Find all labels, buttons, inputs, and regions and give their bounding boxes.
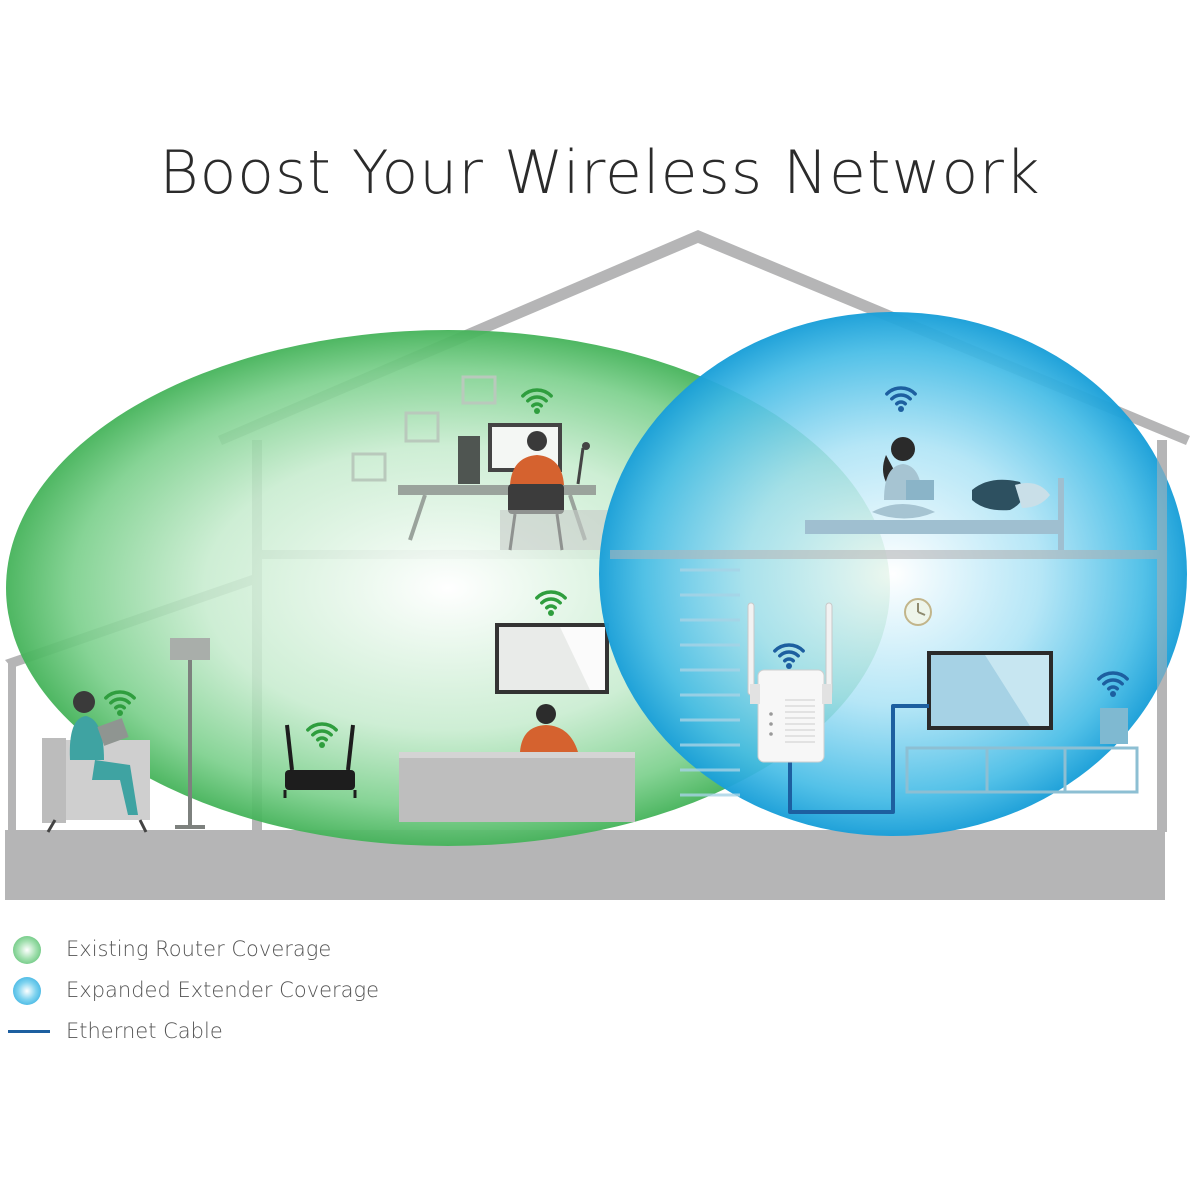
chair bbox=[508, 484, 564, 514]
floor-lamp bbox=[170, 638, 210, 660]
bedroom bbox=[805, 437, 1064, 550]
person-head bbox=[527, 431, 547, 451]
person-body bbox=[510, 455, 564, 485]
speaker bbox=[1100, 708, 1128, 744]
wall-frame bbox=[351, 452, 387, 482]
wifi-icon bbox=[104, 690, 136, 716]
desk-lamp bbox=[576, 447, 585, 485]
tv-cabinet bbox=[905, 746, 1139, 794]
tv-area bbox=[905, 651, 1139, 794]
stairs bbox=[680, 568, 740, 797]
sofa bbox=[399, 752, 635, 822]
legend: Existing Router Coverage Expanded Extend… bbox=[8, 928, 379, 1051]
blue-dot-icon bbox=[13, 976, 41, 1005]
ethernet-cable bbox=[788, 704, 929, 814]
pc-tower bbox=[458, 436, 480, 484]
reading-person bbox=[42, 691, 150, 833]
annex-wall bbox=[8, 660, 16, 832]
person-head bbox=[891, 437, 915, 461]
pillow bbox=[972, 479, 1024, 511]
wifi-icon bbox=[521, 388, 553, 414]
wifi-icon bbox=[306, 722, 338, 748]
legend-item-router: Existing Router Coverage bbox=[8, 928, 379, 969]
legend-label: Expanded Extender Coverage bbox=[66, 977, 380, 1002]
person-body bbox=[520, 725, 578, 752]
living-room bbox=[42, 623, 635, 833]
person-head bbox=[536, 704, 556, 724]
pillow bbox=[1015, 482, 1050, 508]
desk-top bbox=[398, 485, 596, 495]
range-extender bbox=[747, 602, 833, 763]
wifi-icon bbox=[885, 386, 917, 412]
legend-item-extender: Expanded Extender Coverage bbox=[8, 969, 379, 1010]
wifi-icon bbox=[1097, 671, 1129, 697]
page-title: Boost Your Wireless Network bbox=[159, 138, 1041, 208]
bed bbox=[805, 520, 1063, 534]
legend-item-ethernet: Ethernet Cable bbox=[8, 1010, 379, 1051]
wifi-icon bbox=[773, 643, 805, 669]
cable-line-icon bbox=[8, 1029, 50, 1033]
wifi-icon bbox=[535, 590, 567, 616]
house-structure-overlay bbox=[610, 440, 1167, 832]
ground-floor-slab bbox=[5, 830, 1165, 900]
wall-frame bbox=[461, 375, 497, 405]
legend-label: Ethernet Cable bbox=[66, 1018, 223, 1043]
clock-icon bbox=[904, 598, 932, 626]
green-dot-icon bbox=[13, 935, 41, 964]
laptop bbox=[906, 480, 934, 500]
legend-label: Existing Router Coverage bbox=[66, 936, 332, 961]
wall-frame bbox=[404, 411, 440, 443]
router-device bbox=[283, 724, 357, 798]
office-room bbox=[351, 375, 610, 551]
